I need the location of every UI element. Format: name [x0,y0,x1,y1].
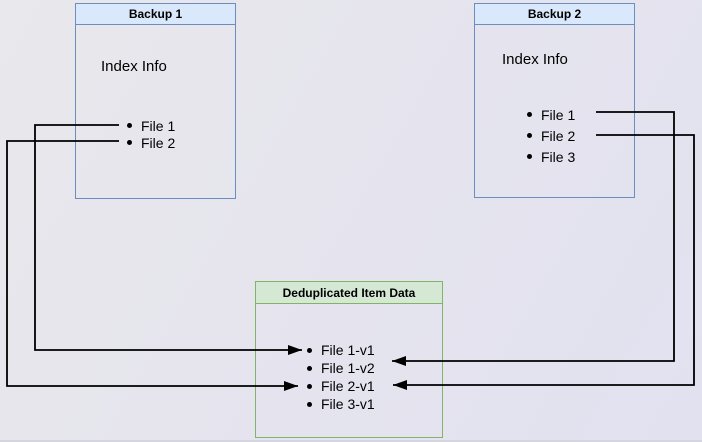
backup1-title: Backup 1 [128,7,183,21]
backup2-file-list: File 1 File 2 File 3 [527,104,575,167]
backup1-box: Backup 1 Index Info File 1 File 2 [75,3,236,199]
canvas-bottom-edge [0,440,702,442]
backup1-file-list: File 1 File 2 [127,117,175,151]
dedup-item-file-1-v2: File 1-v2 [307,359,375,377]
dedup-file-list: File 1-v1 File 1-v2 File 2-v1 File 3-v1 [307,341,375,413]
backup1-index-info-label: Index Info [101,58,167,75]
dedup-item-file-2-v1: File 2-v1 [307,377,375,395]
dedup-item-file-3-v1: File 3-v1 [307,395,375,413]
backup2-box: Backup 2 Index Info File 1 File 2 File 3 [474,3,635,198]
bullet-icon [307,347,312,353]
backup2-item-file-1: File 1 [527,104,575,125]
bullet-icon [527,112,532,117]
dedup-box: Deduplicated Item Data File 1-v1 File 1-… [255,281,443,438]
backup1-header: Backup 1 [76,4,235,25]
bullet-icon [307,383,312,389]
backup2-item-file-3: File 3 [527,146,575,167]
bullet-icon [307,401,312,407]
backup2-index-info-label: Index Info [502,51,568,68]
backup1-item-file-1: File 1 [127,117,175,134]
backup2-item-file-2: File 2 [527,125,575,146]
bullet-icon [127,123,132,128]
bullet-icon [527,133,532,138]
dedup-header: Deduplicated Item Data [256,282,442,304]
backup2-title: Backup 2 [527,7,582,21]
backup1-item-file-2: File 2 [127,134,175,151]
bullet-icon [527,154,532,159]
dedup-title: Deduplicated Item Data [282,285,416,300]
bullet-icon [307,365,312,371]
backup2-header: Backup 2 [475,4,634,25]
dedup-item-file-1-v1: File 1-v1 [307,341,375,359]
bullet-icon [127,140,132,145]
